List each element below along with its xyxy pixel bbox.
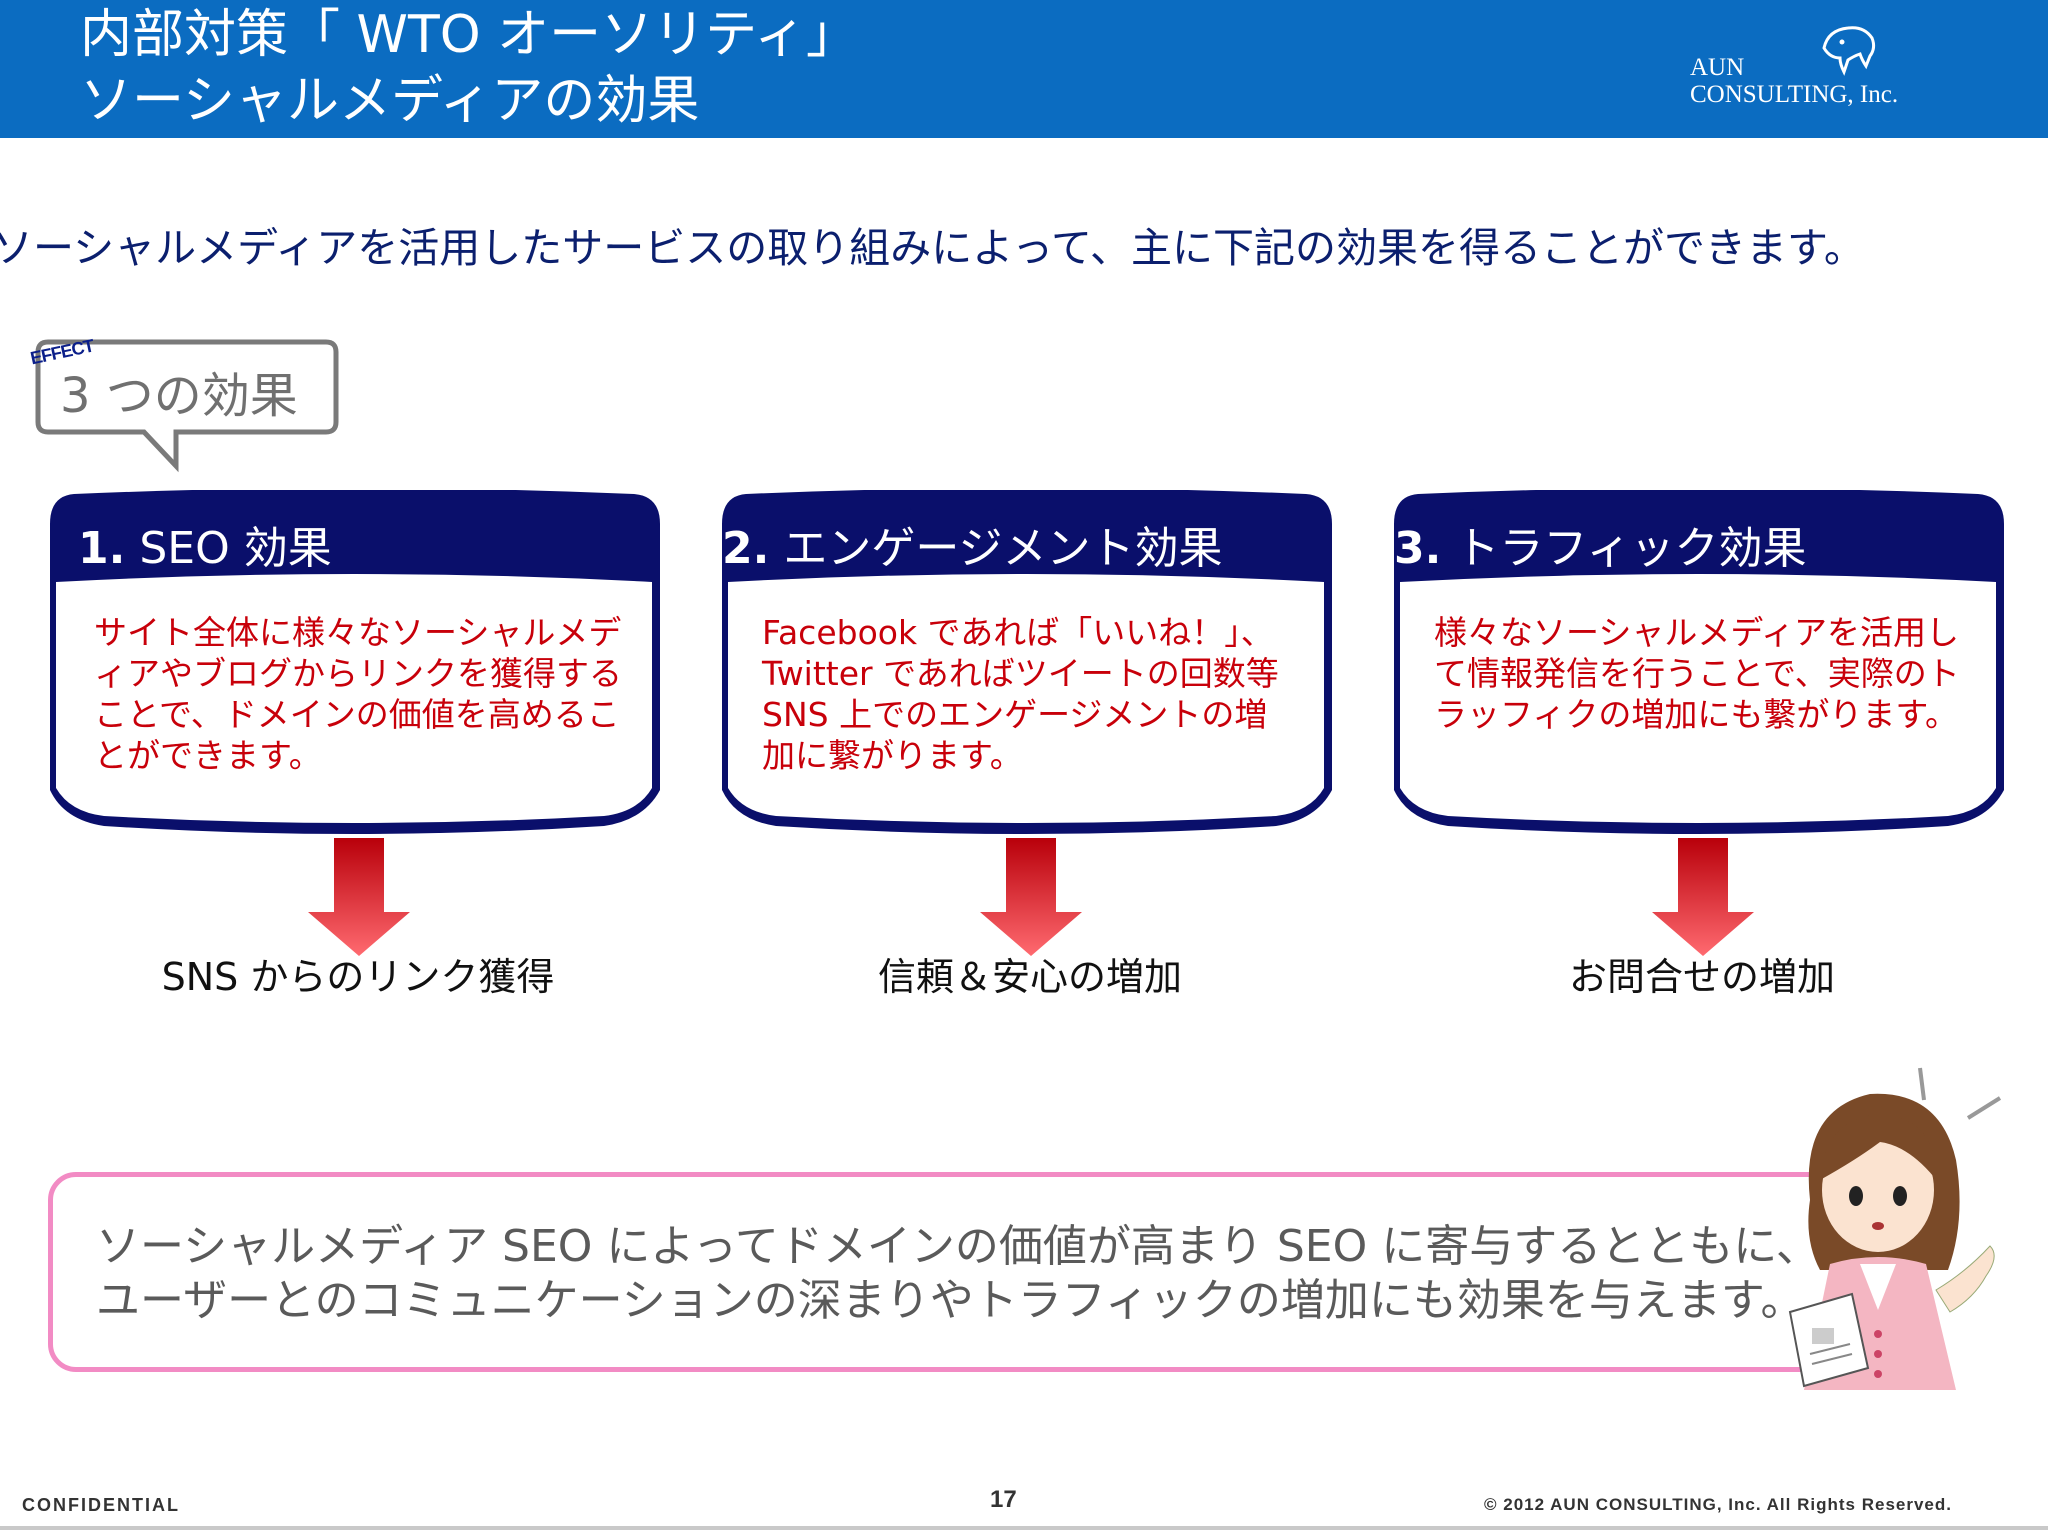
header-bar: 内部対策「 WTO オーソリティ」 ソーシャルメディアの効果 AUN CONSU… <box>0 0 2048 138</box>
page-number: 17 <box>990 1486 1017 1513</box>
logo-subname: CONSULTING, Inc. <box>1690 81 1899 108</box>
card-body: サイト全体に様々なソーシャルメディアやブログからリンクを獲得することで、ドメイン… <box>94 613 622 775</box>
card-body: Facebook であれば「いいね！」、Twitter であればツイートの回数等… <box>762 613 1279 775</box>
card-number: 2. <box>722 523 770 574</box>
dog-logo-icon <box>1822 26 1876 76</box>
card-title-text: トラフィック効果 <box>1455 523 1807 574</box>
card-title-text: SEO 効果 <box>139 523 332 574</box>
summary-line2: ユーザーとのコミュニケーションの深まりやトラフィックの増加にも効果を与えます。 <box>96 1275 1805 1326</box>
down-arrow-icon <box>1652 838 1754 956</box>
card-frame <box>1394 490 2004 834</box>
effect-speech-bubble <box>35 339 339 473</box>
bubble-text: 3 つの効果 <box>60 368 298 424</box>
businesswoman-illustration <box>1788 1067 2002 1390</box>
card-body: 様々なソーシャルメディアを活用して情報発信を行うことで、実際のトラッフィクの増加… <box>1434 613 1960 734</box>
page-title: 内部対策「 WTO オーソリティ」 ソーシャルメディアの効果 <box>80 2 858 134</box>
card-frame <box>50 490 660 834</box>
confidential-label: CONFIDENTIAL <box>22 1495 180 1515</box>
lead-text: ソーシャルメディアを活用したサービスの取り組みによって、主に下記の効果を得ること… <box>0 224 1865 272</box>
company-logo: AUN CONSULTING, Inc. <box>1690 20 1898 120</box>
effect-card-engagement: 2. エンゲージメント効果 Facebook であれば「いいね！」、Twitte… <box>716 490 1336 840</box>
result-traffic: お問合せの増加 <box>1568 955 1835 999</box>
down-arrow-icon <box>980 838 1082 956</box>
result-seo: SNS からのリンク獲得 <box>161 955 555 999</box>
card-title: 1. SEO 効果 <box>78 522 332 576</box>
card-frame <box>722 490 1332 834</box>
footer-divider <box>0 1526 2048 1530</box>
card-title: 3. トラフィック効果 <box>1394 522 1806 576</box>
copyright: © 2012 AUN CONSULTING, Inc. All Rights R… <box>1484 1495 1952 1514</box>
summary-text: ソーシャルメディア SEO によってドメインの価値が高まり SEO に寄与すると… <box>96 1220 1856 1328</box>
logo-name: AUN <box>1690 54 1745 81</box>
effect-card-seo: 1. SEO 効果 サイト全体に様々なソーシャルメディアやブログからリンクを獲得… <box>44 490 664 840</box>
card-number: 1. <box>78 523 126 574</box>
page-title-line2: ソーシャルメディアの効果 <box>80 71 700 131</box>
effect-card-traffic: 3. トラフィック効果 様々なソーシャルメディアを活用して情報発信を行うことで、… <box>1388 490 2008 840</box>
summary-box <box>48 1172 1848 1372</box>
down-arrow-icon <box>308 838 410 956</box>
card-title-text: エンゲージメント効果 <box>783 523 1223 574</box>
page-title-line1: 内部対策「 WTO オーソリティ」 <box>80 5 859 65</box>
card-title: 2. エンゲージメント効果 <box>722 522 1222 576</box>
result-engagement: 信頼＆安心の増加 <box>877 955 1182 999</box>
card-number: 3. <box>1394 523 1442 574</box>
summary-line1: ソーシャルメディア SEO によってドメインの価値が高まり SEO に寄与すると… <box>96 1221 1820 1272</box>
